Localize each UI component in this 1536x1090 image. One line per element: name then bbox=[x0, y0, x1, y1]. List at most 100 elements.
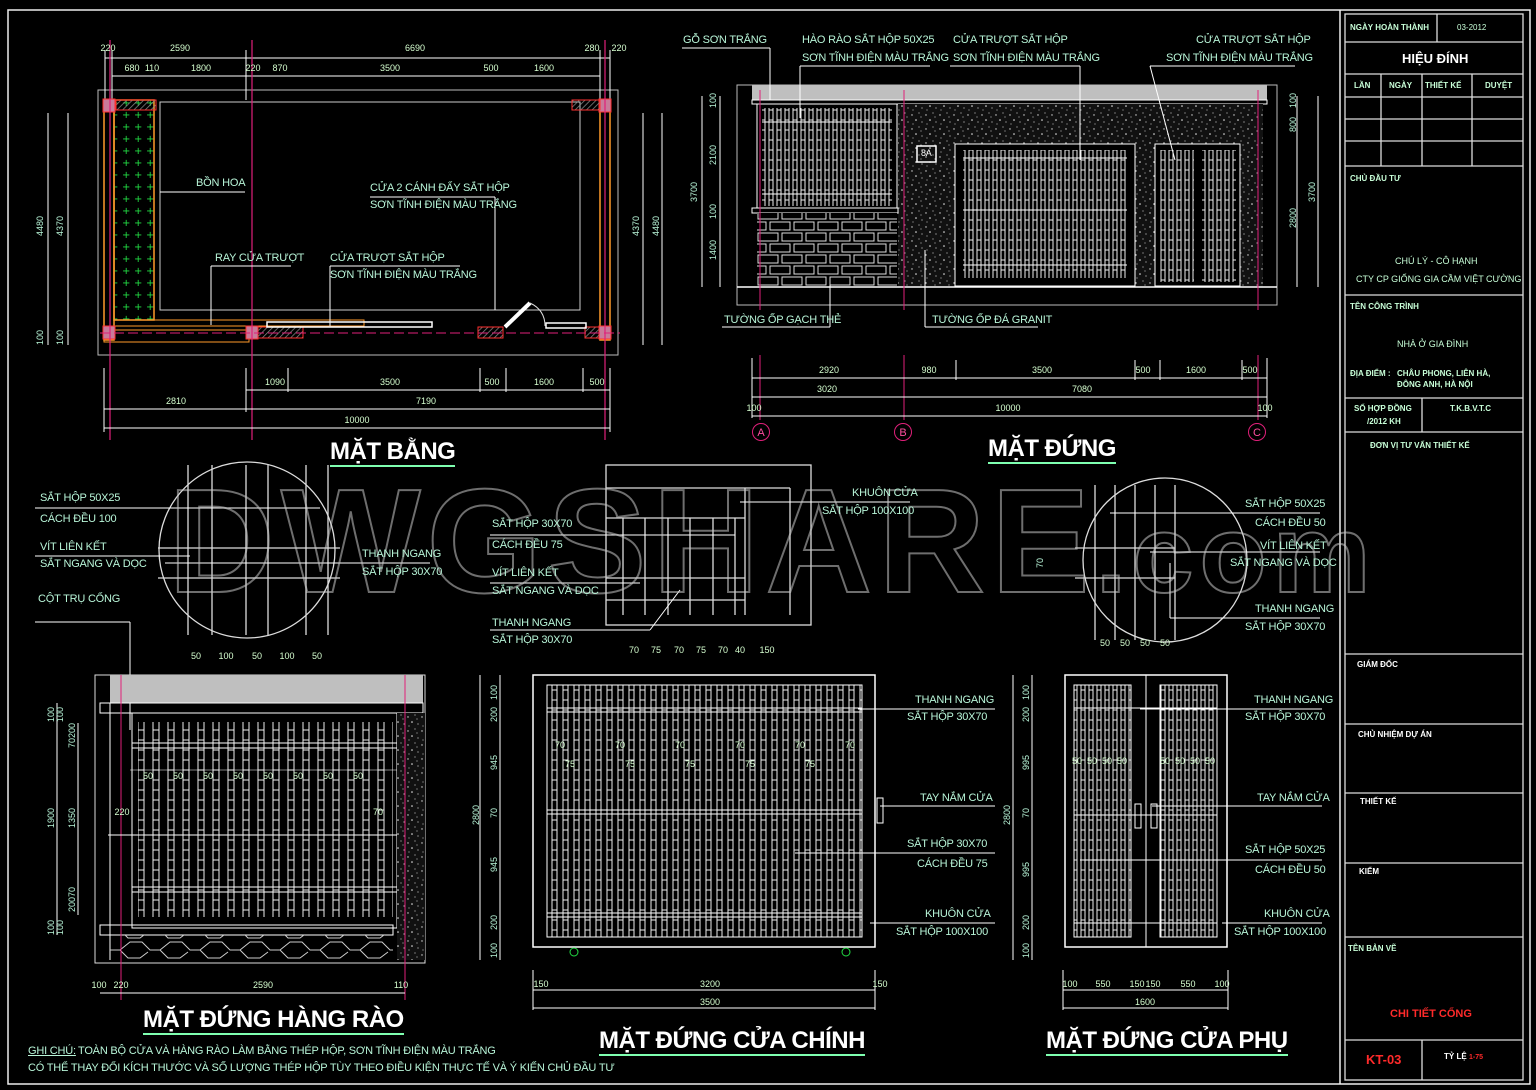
dim: 2590 bbox=[252, 980, 274, 990]
label-rail: THANH NGANG bbox=[1254, 694, 1334, 706]
investor-company: CTY CP GIỐNG GIA CẦM VIỆT CƯỜNG bbox=[1356, 274, 1522, 284]
dim: 1900 bbox=[46, 807, 56, 828]
dim: 1600 bbox=[533, 377, 555, 387]
label-sliding-door: CỬA TRƯỢT SẮT HỘP bbox=[330, 252, 445, 264]
fence-elevation-linework bbox=[56, 674, 426, 1000]
director-label: GIÁM ĐỐC bbox=[1357, 660, 1398, 669]
front-elevation-linework bbox=[682, 47, 1319, 420]
dim: 100 bbox=[1257, 403, 1273, 413]
dim: 200 bbox=[1021, 914, 1031, 930]
dim: 3700 bbox=[1307, 181, 1317, 202]
grid-axis-a: A bbox=[752, 423, 770, 441]
label-rail: THANH NGANG bbox=[362, 548, 442, 560]
dim: 75 bbox=[624, 759, 636, 769]
label-box-steel: SẮT HỘP 30X70 bbox=[907, 838, 988, 850]
label-planter: BỒN HOA bbox=[196, 177, 246, 189]
label-screw: VÍT LIÊN KẾT bbox=[40, 541, 107, 553]
dim: 200 bbox=[489, 914, 499, 930]
label-frame-size: SẮT HỘP 100X100 bbox=[822, 505, 914, 517]
dim: 50 bbox=[262, 771, 274, 781]
dim: 70 bbox=[67, 886, 77, 897]
dim: 100 bbox=[746, 403, 762, 413]
dim: 7190 bbox=[415, 396, 437, 406]
dim: 50 bbox=[232, 771, 244, 781]
dim: 50 bbox=[1099, 638, 1111, 648]
label-sliding-gate-finish: SƠN TĨNH ĐIỆN MÀU TRẮNG bbox=[953, 52, 1100, 64]
dim: 500 bbox=[1242, 365, 1258, 375]
dim: 150 bbox=[759, 645, 775, 655]
dim: 50 bbox=[292, 771, 304, 781]
side-gate-elevation-linework bbox=[1012, 674, 1322, 1010]
label-sliding-door-finish: SƠN TĨNH ĐIỆN MÀU TRẮNG bbox=[330, 269, 477, 281]
label-fence-finish: SƠN TĨNH ĐIỆN MÀU TRẮNG bbox=[802, 52, 949, 64]
dim: 2590 bbox=[169, 43, 191, 53]
dim: 1600 bbox=[533, 63, 555, 73]
revision-col-approved: DUYỆT bbox=[1485, 81, 1513, 90]
label-frame-size: SẮT HỘP 100X100 bbox=[1234, 926, 1326, 938]
dim: 70 bbox=[674, 740, 686, 750]
dim: 3500 bbox=[699, 997, 721, 1007]
label-double-door-finish: SƠN TĨNH ĐIỆN MÀU TRẮNG bbox=[370, 199, 517, 211]
dim: 3200 bbox=[699, 979, 721, 989]
watermark-suffix: .com bbox=[1095, 493, 1377, 616]
grid-axis-c: C bbox=[1248, 423, 1266, 441]
label-spacing: CÁCH ĐỀU 75 bbox=[917, 858, 988, 870]
dim: 1800 bbox=[190, 63, 212, 73]
consultant-label: ĐƠN VỊ TƯ VẤN THIẾT KẾ bbox=[1370, 441, 1470, 450]
dim: 50 bbox=[1101, 756, 1113, 766]
dim: 500 bbox=[484, 377, 500, 387]
dim: 50 bbox=[142, 771, 154, 781]
dim: 550 bbox=[1095, 979, 1111, 989]
dim: 4480 bbox=[35, 215, 45, 236]
dim: 110 bbox=[393, 980, 409, 990]
dim: 50 bbox=[1139, 638, 1151, 648]
label-rail: THANH NGANG bbox=[1255, 603, 1335, 615]
dim: 220 bbox=[611, 43, 627, 53]
dim: 75 bbox=[804, 759, 816, 769]
drawing-name-label: TÊN BẢN VẼ bbox=[1348, 944, 1397, 953]
watermark-main: DWGSHARE bbox=[167, 459, 1096, 624]
label-spacing: CÁCH ĐỀU 100 bbox=[40, 513, 117, 525]
dim: 550 bbox=[1180, 979, 1196, 989]
label-screw-detail: SẮT NGANG VÀ DỌC bbox=[40, 558, 147, 570]
revision-title: HIỆU ĐÍNH bbox=[1402, 51, 1469, 66]
dim: 10000 bbox=[344, 415, 370, 425]
label-wood-trim: GỖ SƠN TRẮNG bbox=[683, 34, 767, 46]
dim: 50 bbox=[322, 771, 334, 781]
scale-value: 1-75 bbox=[1469, 1054, 1484, 1061]
dim: 70 bbox=[794, 740, 806, 750]
dim: 150 bbox=[1129, 979, 1145, 989]
label-rail-size: SẮT HỘP 30X70 bbox=[1245, 711, 1326, 723]
project-name: NHÀ Ở GIA ĐÌNH bbox=[1397, 339, 1469, 349]
dim: 7080 bbox=[1071, 384, 1093, 394]
dim: 150 bbox=[533, 979, 549, 989]
dim: 200 bbox=[1021, 706, 1031, 722]
dim: 3020 bbox=[816, 384, 838, 394]
dim: 2800 bbox=[1002, 804, 1012, 825]
dim: 100 bbox=[489, 942, 499, 958]
dim: 220 bbox=[114, 807, 130, 817]
label-screw-detail: SẮT NGANG VÀ DỌC bbox=[1230, 557, 1337, 569]
dim: 100 bbox=[1062, 979, 1078, 989]
label-box-steel: SẮT HỘP 50X25 bbox=[1245, 498, 1326, 510]
revision-col-date: NGÀY bbox=[1389, 81, 1413, 90]
plan-view-title: MẶT BẰNG bbox=[330, 438, 456, 467]
dim: 870 bbox=[272, 63, 288, 73]
dim: 50 bbox=[1071, 756, 1083, 766]
dim: 75 bbox=[744, 759, 756, 769]
label-fence: HÀO RÀO SẮT HỘP 50X25 bbox=[802, 34, 935, 46]
label-box-steel: SẮT HỘP 50X25 bbox=[40, 492, 121, 504]
label-spacing: CÁCH ĐỀU 50 bbox=[1255, 517, 1326, 529]
dim: 500 bbox=[483, 63, 499, 73]
dim: 100 bbox=[279, 651, 295, 661]
dim: 500 bbox=[1135, 365, 1151, 375]
location-label: ĐỊA ĐIỂM : bbox=[1350, 369, 1391, 378]
dim: 150 bbox=[872, 979, 888, 989]
dim: 1600 bbox=[1134, 997, 1156, 1007]
side-gate-elevation-title: MẶT ĐỨNG CỬA PHỤ bbox=[1046, 1027, 1288, 1056]
label-screw: VÍT LIÊN KẾT bbox=[1260, 540, 1327, 552]
dim: 680 bbox=[124, 63, 140, 73]
label-box-steel: SẮT HỘP 30X70 bbox=[492, 518, 573, 530]
dim: 2800 bbox=[1288, 207, 1298, 228]
dim: 100 bbox=[1214, 979, 1230, 989]
